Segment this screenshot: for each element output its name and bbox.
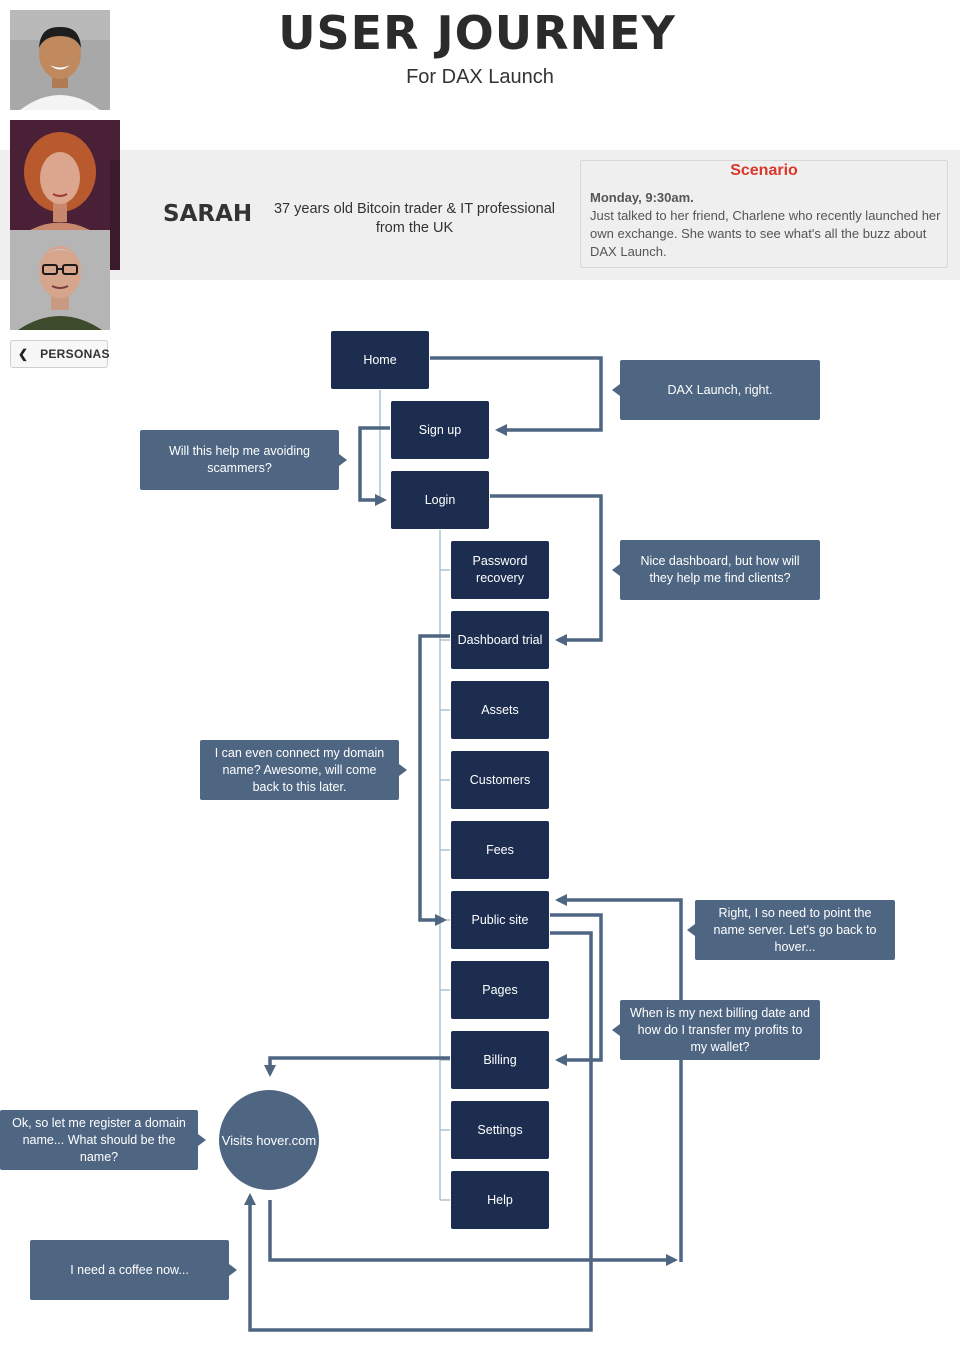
thought-point-name-server: Right, I so need to point the name serve… — [687, 900, 895, 960]
page-title: USER JOURNEY — [278, 6, 676, 60]
avatar-persona-3[interactable] — [10, 230, 110, 330]
node-visits-hover[interactable]: Visits hover.com — [219, 1090, 319, 1190]
node-settings[interactable]: Settings — [451, 1101, 549, 1159]
node-login[interactable]: Login — [391, 471, 489, 529]
node-sign-up[interactable]: Sign up — [391, 401, 489, 459]
scenario-text: Just talked to her friend, Charlene who … — [590, 208, 941, 259]
node-password-recovery[interactable]: Password recovery — [451, 541, 549, 599]
personas-back-button[interactable]: ❮ PERSONAS — [10, 340, 110, 368]
node-dashboard-trial[interactable]: Dashboard trial — [451, 611, 549, 669]
scenario-card — [580, 160, 948, 268]
persona-name: SARAH — [163, 201, 253, 227]
node-billing[interactable]: Billing — [451, 1031, 549, 1089]
thought-dax-launch-right: DAX Launch, right. — [612, 360, 820, 420]
persona-description: 37 years old Bitcoin trader & IT profess… — [273, 201, 555, 236]
node-public-site[interactable]: Public site — [451, 891, 549, 949]
thought-nice-dashboard: Nice dashboard, but how will they help m… — [612, 540, 820, 600]
chevron-left-icon: ❮ — [18, 347, 29, 361]
node-fees[interactable]: Fees — [451, 821, 549, 879]
personas-label: PERSONAS — [40, 347, 110, 361]
node-pages[interactable]: Pages — [451, 961, 549, 1019]
thought-billing-question: When is my next billing date and how do … — [612, 1000, 820, 1060]
node-home[interactable]: Home — [331, 331, 429, 389]
thought-connect-domain: I can even connect my domain name? Aweso… — [200, 740, 407, 800]
thought-register-domain: Ok, so let me register a domain name... … — [0, 1110, 206, 1170]
node-assets[interactable]: Assets — [451, 681, 549, 739]
node-help[interactable]: Help — [451, 1171, 549, 1229]
avatar-persona-1[interactable] — [10, 10, 110, 110]
scenario-title: Scenario — [730, 162, 798, 179]
node-customers[interactable]: Customers — [451, 751, 549, 809]
scenario-time: Monday, 9:30am. — [590, 190, 694, 205]
thought-coffee: I need a coffee now... — [30, 1240, 237, 1300]
thought-avoid-scammers: Will this help me avoiding scammers? — [140, 430, 347, 490]
page-subtitle: For DAX Launch — [406, 66, 554, 88]
